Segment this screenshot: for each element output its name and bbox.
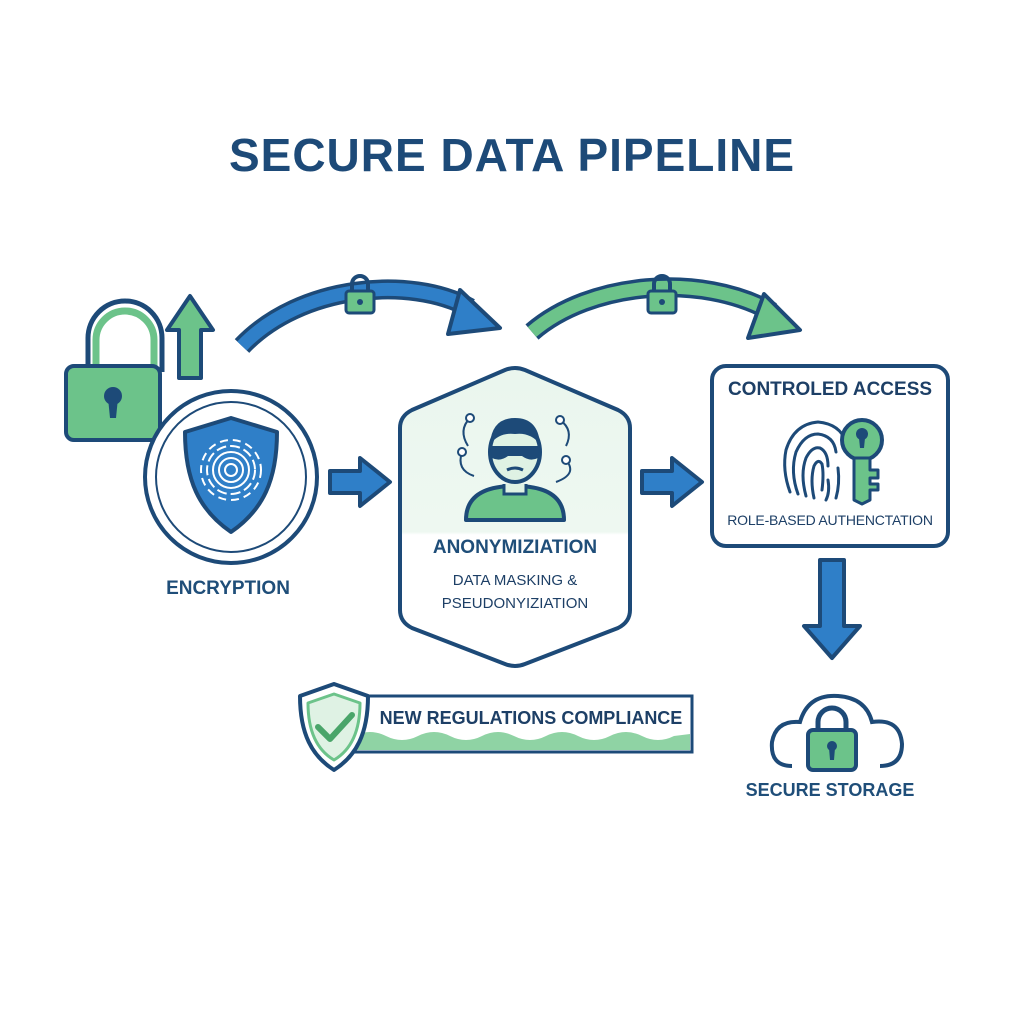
- right-arrow-icon: [640, 456, 704, 508]
- compliance-node: [298, 682, 694, 772]
- access-label: CONTROLED ACCESS: [727, 379, 933, 400]
- masked-person-icon: [457, 413, 572, 522]
- padlock-icon: [646, 274, 678, 315]
- storage-label: SECURE STORAGE: [745, 780, 915, 800]
- cloud-lock-icon: [769, 693, 905, 772]
- access-node: [710, 364, 950, 548]
- padlock-icon: [64, 298, 165, 442]
- anonymization-sub-line1: DATA MASKING &: [452, 572, 578, 589]
- padlock-icon: [344, 274, 376, 315]
- check-shield-icon: [298, 682, 370, 772]
- compliance-label: NEW REGULATIONS COMPLIANCE: [379, 708, 683, 728]
- down-arrow-icon: [802, 558, 862, 660]
- right-arrow-icon: [328, 456, 392, 508]
- encryption-label: ENCRYPTION: [166, 578, 290, 599]
- encryption-node: [143, 389, 319, 565]
- up-arrow-icon: [165, 294, 215, 380]
- access-sub-label: ROLE-BASED AUTHENCTATION: [727, 512, 933, 528]
- page-title: SECURE DATA PIPELINE: [228, 129, 796, 181]
- anonymization-label: ANONYMIZIATION: [432, 537, 598, 558]
- fingerprint-shield-icon: [183, 416, 279, 534]
- fingerprint-icon: [783, 420, 848, 502]
- anonymization-node: [398, 366, 632, 668]
- anonymization-sub-line2: PSEUDONYIZIATION: [441, 595, 589, 612]
- key-icon: [840, 418, 884, 506]
- curved-arrow-green: [525, 277, 802, 340]
